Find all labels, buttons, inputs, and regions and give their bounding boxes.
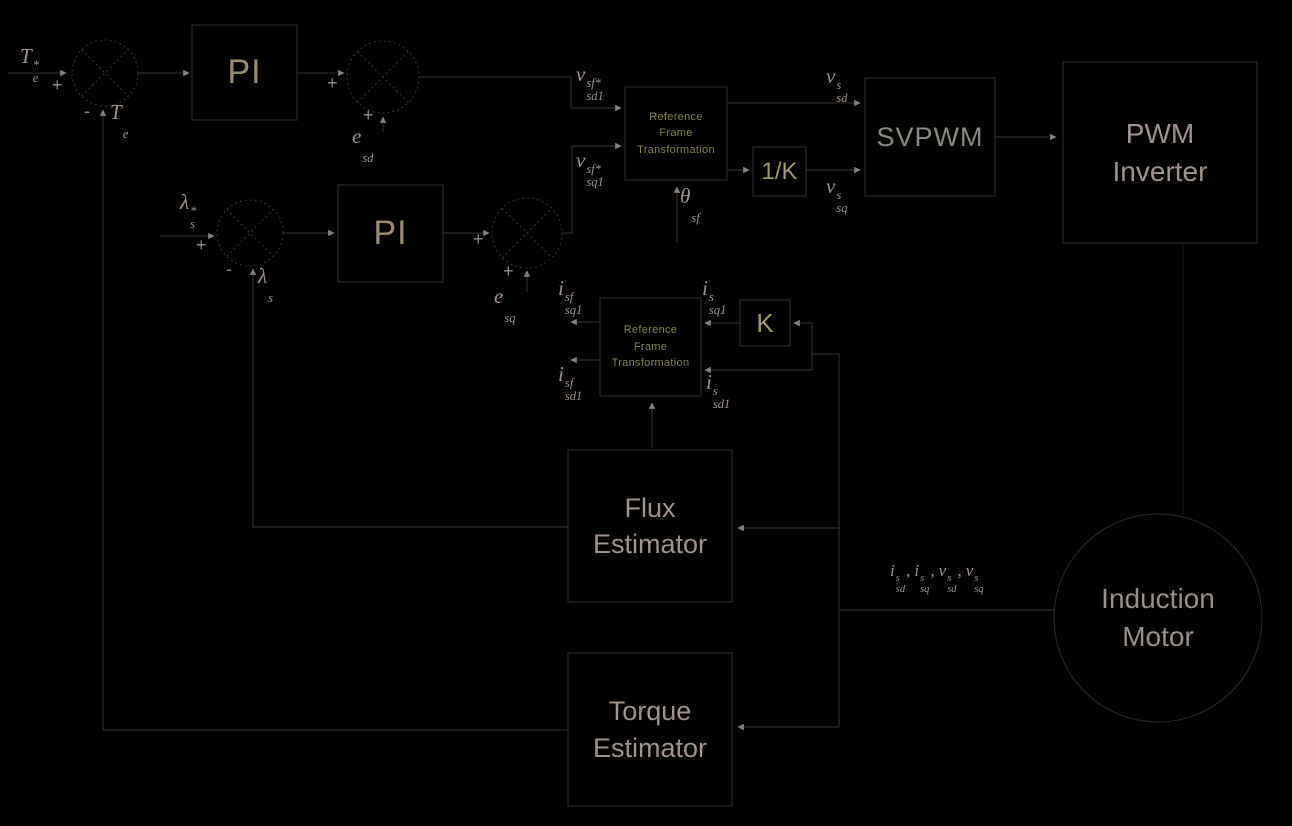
- pwm-inverter-block: [1062, 61, 1258, 244]
- summing-junction-vsd: [346, 40, 420, 114]
- label-lambda-ref: λ*s: [180, 190, 197, 231]
- label-theta-sf: θ sf: [680, 184, 700, 225]
- sum2-plus-sign-left: +: [327, 73, 338, 93]
- sum3-minus-sign: -: [226, 259, 232, 279]
- summing-junction-vsq: [491, 197, 563, 269]
- gain-1-over-k-block: [752, 146, 807, 197]
- sum1-plus-sign: +: [52, 75, 63, 95]
- summing-junction-torque: [71, 39, 139, 107]
- sum4-plus-sign-left: +: [473, 229, 484, 249]
- induction-motor-circle: [1053, 513, 1263, 723]
- label-te-ref: T*e: [20, 44, 39, 85]
- label-lambda-fb: λ s: [258, 264, 273, 305]
- label-te-fb: T e: [110, 100, 129, 141]
- pi-block-2: [337, 184, 444, 283]
- reference-frame-transformation-block-2: [599, 297, 702, 397]
- flux-estimator-block: [567, 449, 733, 603]
- pi-block-1: [191, 24, 298, 121]
- sum3-plus-sign: +: [196, 235, 207, 255]
- label-esd: e sd: [352, 124, 374, 165]
- wire-sum2-to-rft1-bend: [419, 76, 572, 108]
- summing-junction-flux: [216, 199, 284, 267]
- label-esq: e sq: [494, 284, 516, 325]
- reference-frame-transformation-block-1: [624, 86, 728, 181]
- sum1-minus-sign: -: [84, 101, 90, 121]
- gain-k-block: [739, 299, 791, 347]
- wire-sum4-to-rft1-bend: [562, 146, 573, 234]
- sum2-plus-sign-bottom: +: [363, 105, 374, 125]
- torque-estimator-block: [567, 652, 733, 807]
- svpwm-block: [864, 77, 996, 197]
- sum4-plus-sign-bottom: +: [503, 261, 514, 281]
